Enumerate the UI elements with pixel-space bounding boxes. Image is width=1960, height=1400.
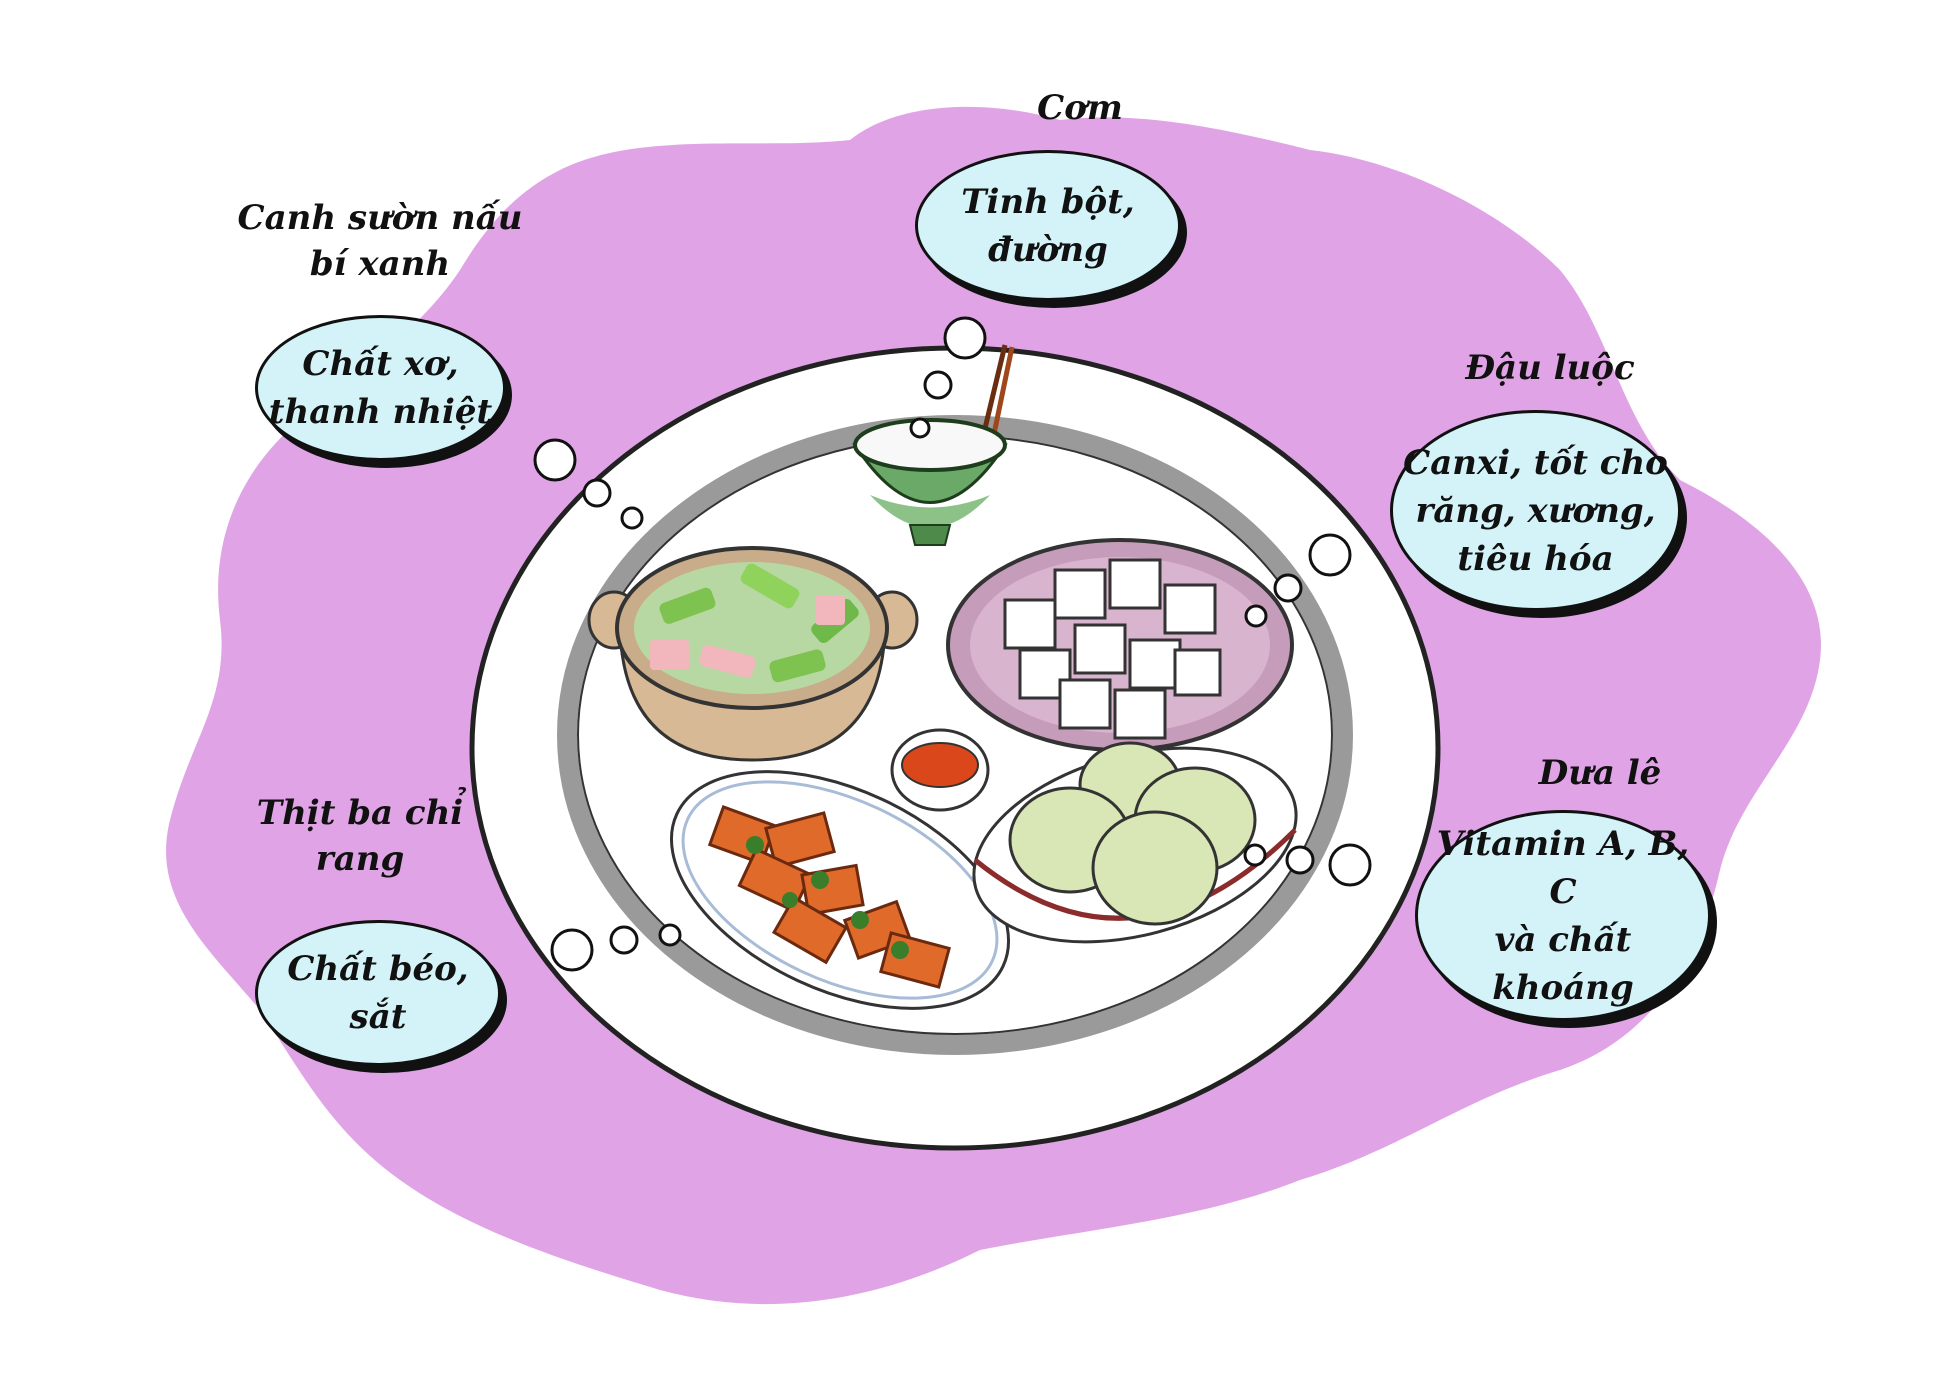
nutrient-dau-line1: Canxi, tốt cho [1403, 442, 1668, 483]
nutrient-bubble-canh: Chất xơ, thanh nhiệt [255, 315, 506, 461]
nutrient-thit: Chất béo, sắt [287, 949, 469, 1037]
dish-label-canh-line1: Canh sườn nấu [237, 198, 523, 238]
melon-plate-icon [972, 741, 1298, 944]
sauce-bowl-icon [890, 728, 990, 812]
dish-label-canh: Canh sườn nấu bí xanh [230, 195, 530, 287]
pork-plate-icon [669, 770, 1011, 1010]
rice-bowl-icon [852, 344, 1015, 546]
nutrient-bubble-com: Tinh bột, đường [915, 150, 1181, 301]
dish-label-com: Cơm [1037, 88, 1123, 128]
soup-pot-icon [587, 546, 919, 762]
nutrient-bubble-dua: Vitamin A, B, C và chất khoáng [1415, 810, 1711, 1021]
nutrient-com-line1: Tinh bột, [961, 181, 1135, 222]
dish-label-dua: Dưa lê [1538, 753, 1662, 793]
dish-label-thit: Thịt ba chỉ rang [225, 790, 495, 882]
nutrient-dau-line2: răng, xương, [1415, 490, 1656, 531]
nutrient-bubble-dau: Canxi, tốt cho răng, xương, tiêu hóa [1390, 410, 1681, 611]
dish-label-thit-line2: rang [315, 839, 405, 879]
tofu-plate-icon [946, 538, 1294, 752]
nutrient-bubble-thit: Chất béo, sắt [255, 920, 501, 1066]
thought-dots [533, 316, 1372, 972]
nutrient-dau-line3: tiêu hóa [1457, 538, 1614, 579]
nutrient-canh-line1: Chất xơ, [302, 344, 459, 384]
dish-label-dau: Đậu luộc [1465, 348, 1635, 388]
dish-label-canh-line2: bí xanh [309, 244, 451, 284]
nutrient-dua-line2: và chất khoáng [1492, 919, 1634, 1008]
dish-label-thit-line1: Thịt ba chỉ [256, 793, 464, 833]
nutrient-dua-line1: Vitamin A, B, C [1436, 823, 1690, 912]
nutrient-com-line2: đường [988, 229, 1108, 270]
nutrient-canh-line2: thanh nhiệt [268, 392, 493, 432]
